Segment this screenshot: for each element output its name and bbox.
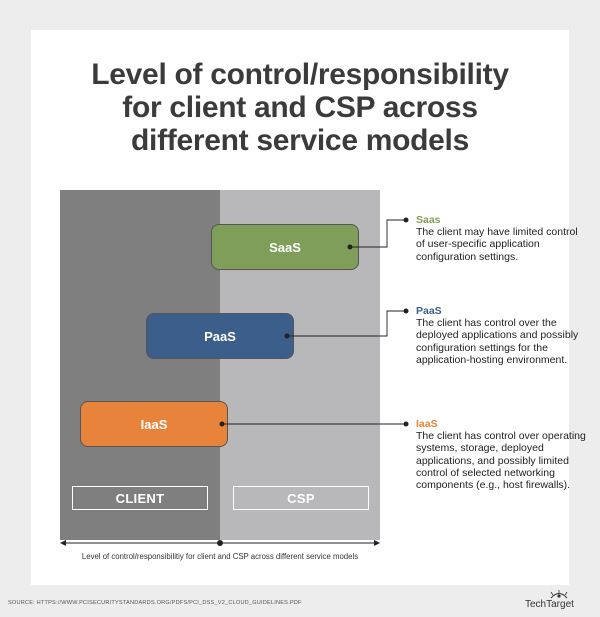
paas-description-text: The client has control over the deployed… [416, 317, 579, 366]
paas-box: PaaS [146, 313, 294, 359]
axis-caption: Level of control/responsibilitiy for cli… [81, 552, 359, 561]
paas-description: PaaS The client has control over the dep… [416, 305, 586, 366]
diagram-title: Level of control/responsibility for clie… [0, 58, 600, 157]
paas-label: PaaS [204, 328, 236, 344]
iaas-connector [219, 421, 409, 427]
saas-description-text: The client may have limited control of u… [416, 226, 578, 263]
saas-description: Saas The client may have limited control… [416, 214, 586, 263]
client-panel [60, 190, 220, 540]
source-note: SOURCE: HTTPS://WWW.PCISECURITYSTANDARDS… [8, 600, 302, 606]
saas-box: SaaS [211, 224, 359, 270]
title-line-2: for client and CSP across [122, 91, 478, 124]
paas-description-heading: PaaS [416, 305, 442, 317]
title-line-3: different service models [131, 124, 469, 157]
iaas-label: IaaS [140, 416, 168, 432]
iaas-description: IaaS The client has control over operati… [416, 418, 586, 491]
paas-connector [284, 308, 409, 339]
saas-label: SaaS [269, 239, 301, 255]
techtarget-logo: TechTarget [525, 590, 593, 612]
saas-description-heading: Saas [416, 214, 441, 226]
client-column-label: CLIENT [72, 486, 208, 510]
iaas-description-text: The client has control over operating sy… [416, 430, 586, 492]
saas-connector [347, 217, 409, 250]
logo-eye-icon [550, 590, 568, 599]
bottom-axis [60, 540, 380, 546]
title-line-1: Level of control/responsibility [91, 58, 509, 91]
logo-text: TechTarget [525, 599, 574, 610]
csp-column-label: CSP [233, 486, 369, 510]
iaas-description-heading: IaaS [416, 418, 438, 430]
